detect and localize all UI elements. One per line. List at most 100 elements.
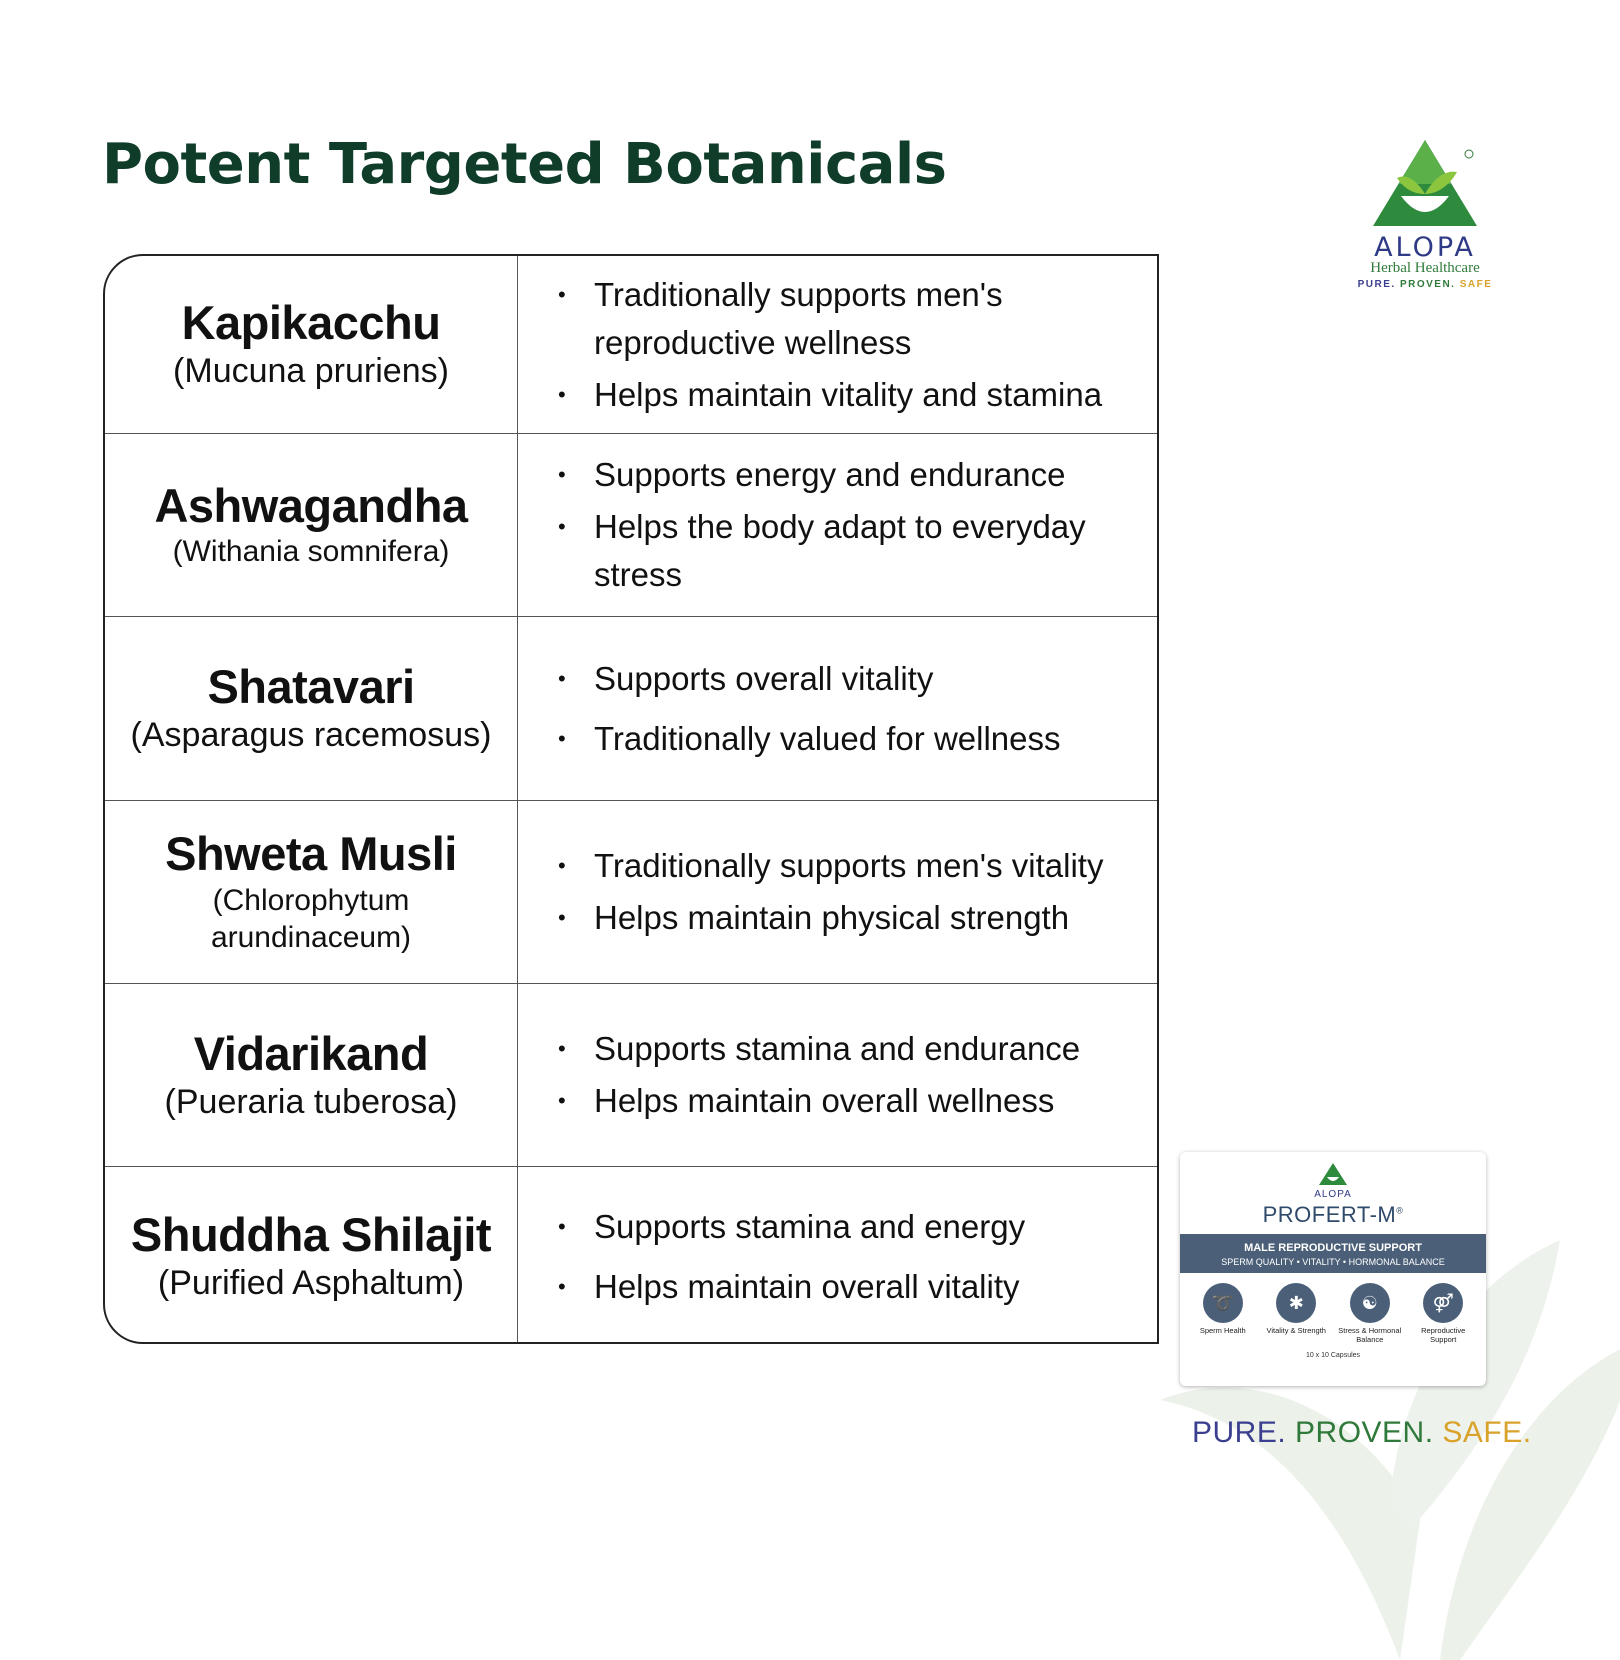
table-row-kapikacchu: Kapikacchu (Mucuna pruriens) • Traditiona… xyxy=(105,256,1157,434)
benefit-text: Traditionally supports men's vitality xyxy=(594,847,1104,884)
botanicals-table: Kapikacchu (Mucuna pruriens) •Traditiona… xyxy=(103,254,1159,1344)
pack-icon-label: Reproductive Support xyxy=(1421,1326,1466,1344)
table-row-ashwagandha: Ashwagandha (Withania somnifera) • Suppor… xyxy=(105,434,1157,617)
slogan-proven: PROVEN. xyxy=(1295,1416,1434,1449)
logo-brand-name: ALOPA xyxy=(1374,232,1476,263)
pack-icon-item: ➰ Sperm Health xyxy=(1191,1283,1255,1344)
herb-latin-name: (Mucuna pruriens) xyxy=(173,352,449,391)
pack-brand: ALOPA xyxy=(1314,1189,1352,1200)
bullet-icon: • xyxy=(558,381,566,407)
benefit-item: • Supports energy and endurance xyxy=(558,451,1157,499)
pack-icon-label: Vitality & Strength xyxy=(1266,1326,1326,1335)
herb-latin-name: (Asparagus racemosus) xyxy=(130,716,492,755)
benefit-text: Helps maintain overall wellness xyxy=(594,1082,1055,1119)
alopa-triangle-logo-icon xyxy=(1373,140,1477,226)
benefit-text: Helps the body adapt to everyday stress xyxy=(594,508,1086,593)
pack-product-name: PROFERT-M® xyxy=(1180,1202,1486,1228)
herb-latin-name: (Purified Asphaltum) xyxy=(157,1264,465,1303)
herb-benefits-cell: • Traditionally supports men's reproducti… xyxy=(518,256,1157,433)
bullet-icon: • xyxy=(558,665,566,691)
benefit-item: • Supports stamina and endurance xyxy=(558,1025,1157,1073)
bullet-icon: • xyxy=(558,1273,566,1299)
herb-latin-name: (Withania somnifera) xyxy=(172,535,450,569)
benefit-text: Helps maintain overall vitality xyxy=(594,1267,1020,1305)
table-row-shuddha-shilajit: Shuddha Shilajit (Purified Asphaltum) •S… xyxy=(105,1167,1157,1342)
bullet-icon: • xyxy=(558,853,566,878)
couple-icon: ⚤ xyxy=(1423,1283,1464,1323)
herb-benefits-cell: • Traditionally supports men's vitality •… xyxy=(518,801,1157,983)
product-package-image: ALOPA PROFERT-M® MALE REPRODUCTIVE SUPPO… xyxy=(1180,1152,1486,1386)
pack-icon-item: ⚤ Reproductive Support xyxy=(1411,1283,1475,1344)
herb-latin-name: (Pueraria tuberosa) xyxy=(164,1082,458,1121)
page-title: Potent Targeted Botanicals xyxy=(102,132,947,197)
benefit-text: Supports energy and endurance xyxy=(594,456,1066,493)
herb-name: Vidarikand xyxy=(193,1026,429,1080)
alopa-logo: ALOPA Herbal Healthcare PURE. PROVEN. SA… xyxy=(1355,138,1495,290)
pack-icon-item: ☯ Stress & Hormonal Balance xyxy=(1338,1283,1402,1344)
pack-icon-label: Sperm Health xyxy=(1199,1326,1246,1335)
benefit-text: Traditionally supports men's reproductiv… xyxy=(594,275,1003,361)
benefit-item: • Traditionally supports men's reproducti… xyxy=(558,271,1157,367)
herb-name-cell: Shatavari (Asparagus racemosus) xyxy=(105,617,518,800)
logo-tagline: PURE. PROVEN. SAFE xyxy=(1355,279,1495,290)
pack-logo xyxy=(1180,1162,1486,1191)
benefit-item: • Helps maintain physical strength xyxy=(558,894,1157,942)
alopa-triangle-logo-icon xyxy=(1319,1163,1347,1185)
herb-name-cell: Shweta Musli (Chlorophytum arundinaceum) xyxy=(105,801,518,983)
bullet-icon: • xyxy=(558,905,566,930)
herb-latin-name: (Chlorophytum arundinaceum) xyxy=(210,883,412,955)
herb-name: Kapikacchu xyxy=(181,296,441,350)
benefit-text: Traditionally valued for wellness xyxy=(594,719,1061,757)
table-row-shweta-musli: Shweta Musli (Chlorophytum arundinaceum)… xyxy=(105,801,1157,984)
benefit-item: • Helps maintain vitality and stamina xyxy=(558,371,1157,419)
sperm-icon: ➰ xyxy=(1202,1283,1243,1323)
vitality-icon: ✱ xyxy=(1276,1283,1317,1323)
slogan: PURE. PROVEN. SAFE. xyxy=(1192,1416,1532,1450)
benefit-item: • Helps the body adapt to everyday stress xyxy=(558,503,1157,599)
benefit-text: Helps maintain vitality and stamina xyxy=(594,375,1103,413)
bullet-icon: • xyxy=(558,281,566,307)
pack-band-subtitle: SPERM QUALITY • VITALITY • HORMONAL BALA… xyxy=(1221,1257,1445,1267)
herb-name-cell: Vidarikand (Pueraria tuberosa) xyxy=(105,984,518,1166)
herb-name: Shuddha Shilajit xyxy=(130,1208,492,1262)
table-row-vidarikand: Vidarikand (Pueraria tuberosa) • Supports… xyxy=(105,984,1157,1167)
pack-band-title: MALE REPRODUCTIVE SUPPORT xyxy=(1244,1242,1422,1254)
benefit-item: • Helps maintain overall wellness xyxy=(558,1077,1157,1125)
herb-name-cell: Shuddha Shilajit (Purified Asphaltum) xyxy=(105,1167,518,1342)
herb-benefits-cell: • Supports stamina and endurance • Helps m… xyxy=(518,984,1157,1166)
benefit-text: Supports overall vitality xyxy=(594,659,934,697)
herb-benefits-cell: • Supports overall vitality •Traditionall… xyxy=(518,617,1157,800)
benefit-item: • Supports overall vitality xyxy=(558,655,1157,703)
meditation-icon: ☯ xyxy=(1349,1283,1390,1323)
benefit-item: •Traditionally valued for wellness xyxy=(558,715,1157,763)
slogan-safe: SAFE. xyxy=(1442,1416,1532,1449)
pack-icon-label: Stress & Hormonal Balance xyxy=(1338,1326,1402,1344)
herb-name: Shweta Musli xyxy=(165,827,457,881)
benefit-text: Supports stamina and energy xyxy=(594,1207,1026,1245)
benefit-text: Helps maintain physical strength xyxy=(594,899,1070,936)
benefit-item: • Traditionally supports men's vitality xyxy=(558,842,1157,890)
pack-band: MALE REPRODUCTIVE SUPPORT SPERM QUALITY … xyxy=(1180,1234,1486,1273)
benefit-item: •Supports stamina and energy xyxy=(558,1203,1157,1251)
bullet-icon: • xyxy=(558,1088,566,1113)
herb-name-cell: Ashwagandha (Withania somnifera) xyxy=(105,434,518,616)
benefit-text: Supports stamina and endurance xyxy=(594,1030,1081,1067)
herb-name: Shatavari xyxy=(207,660,415,714)
registered-mark: ® xyxy=(1396,1205,1404,1216)
logo-tag-pure: PURE. xyxy=(1357,279,1396,290)
herb-name: Ashwagandha xyxy=(154,479,468,533)
bullet-icon: • xyxy=(558,462,566,487)
bullet-icon: • xyxy=(558,1036,566,1061)
benefit-item: • Helps maintain overall vitality xyxy=(558,1263,1157,1311)
slogan-pure: PURE. xyxy=(1192,1416,1287,1449)
herb-benefits-cell: •Supports stamina and energy • Helps main… xyxy=(518,1167,1157,1342)
table-row-shatavari: Shatavari (Asparagus racemosus) • Support… xyxy=(105,617,1157,801)
logo-tag-safe: SAFE xyxy=(1459,279,1493,290)
logo-tag-proven: PROVEN. xyxy=(1399,279,1456,290)
pack-icon-item: ✱ Vitality & Strength xyxy=(1264,1283,1328,1344)
pack-benefit-icons: ➰ Sperm Health ✱ Vitality & Strength ☯ Stre… xyxy=(1180,1283,1486,1344)
herb-name-cell: Kapikacchu (Mucuna pruriens) xyxy=(105,256,518,433)
pack-capsule-count: 10 x 10 Capsules xyxy=(1305,1352,1361,1360)
bullet-icon: • xyxy=(558,514,566,539)
herb-benefits-cell: • Supports energy and endurance • Helps th… xyxy=(518,434,1157,616)
